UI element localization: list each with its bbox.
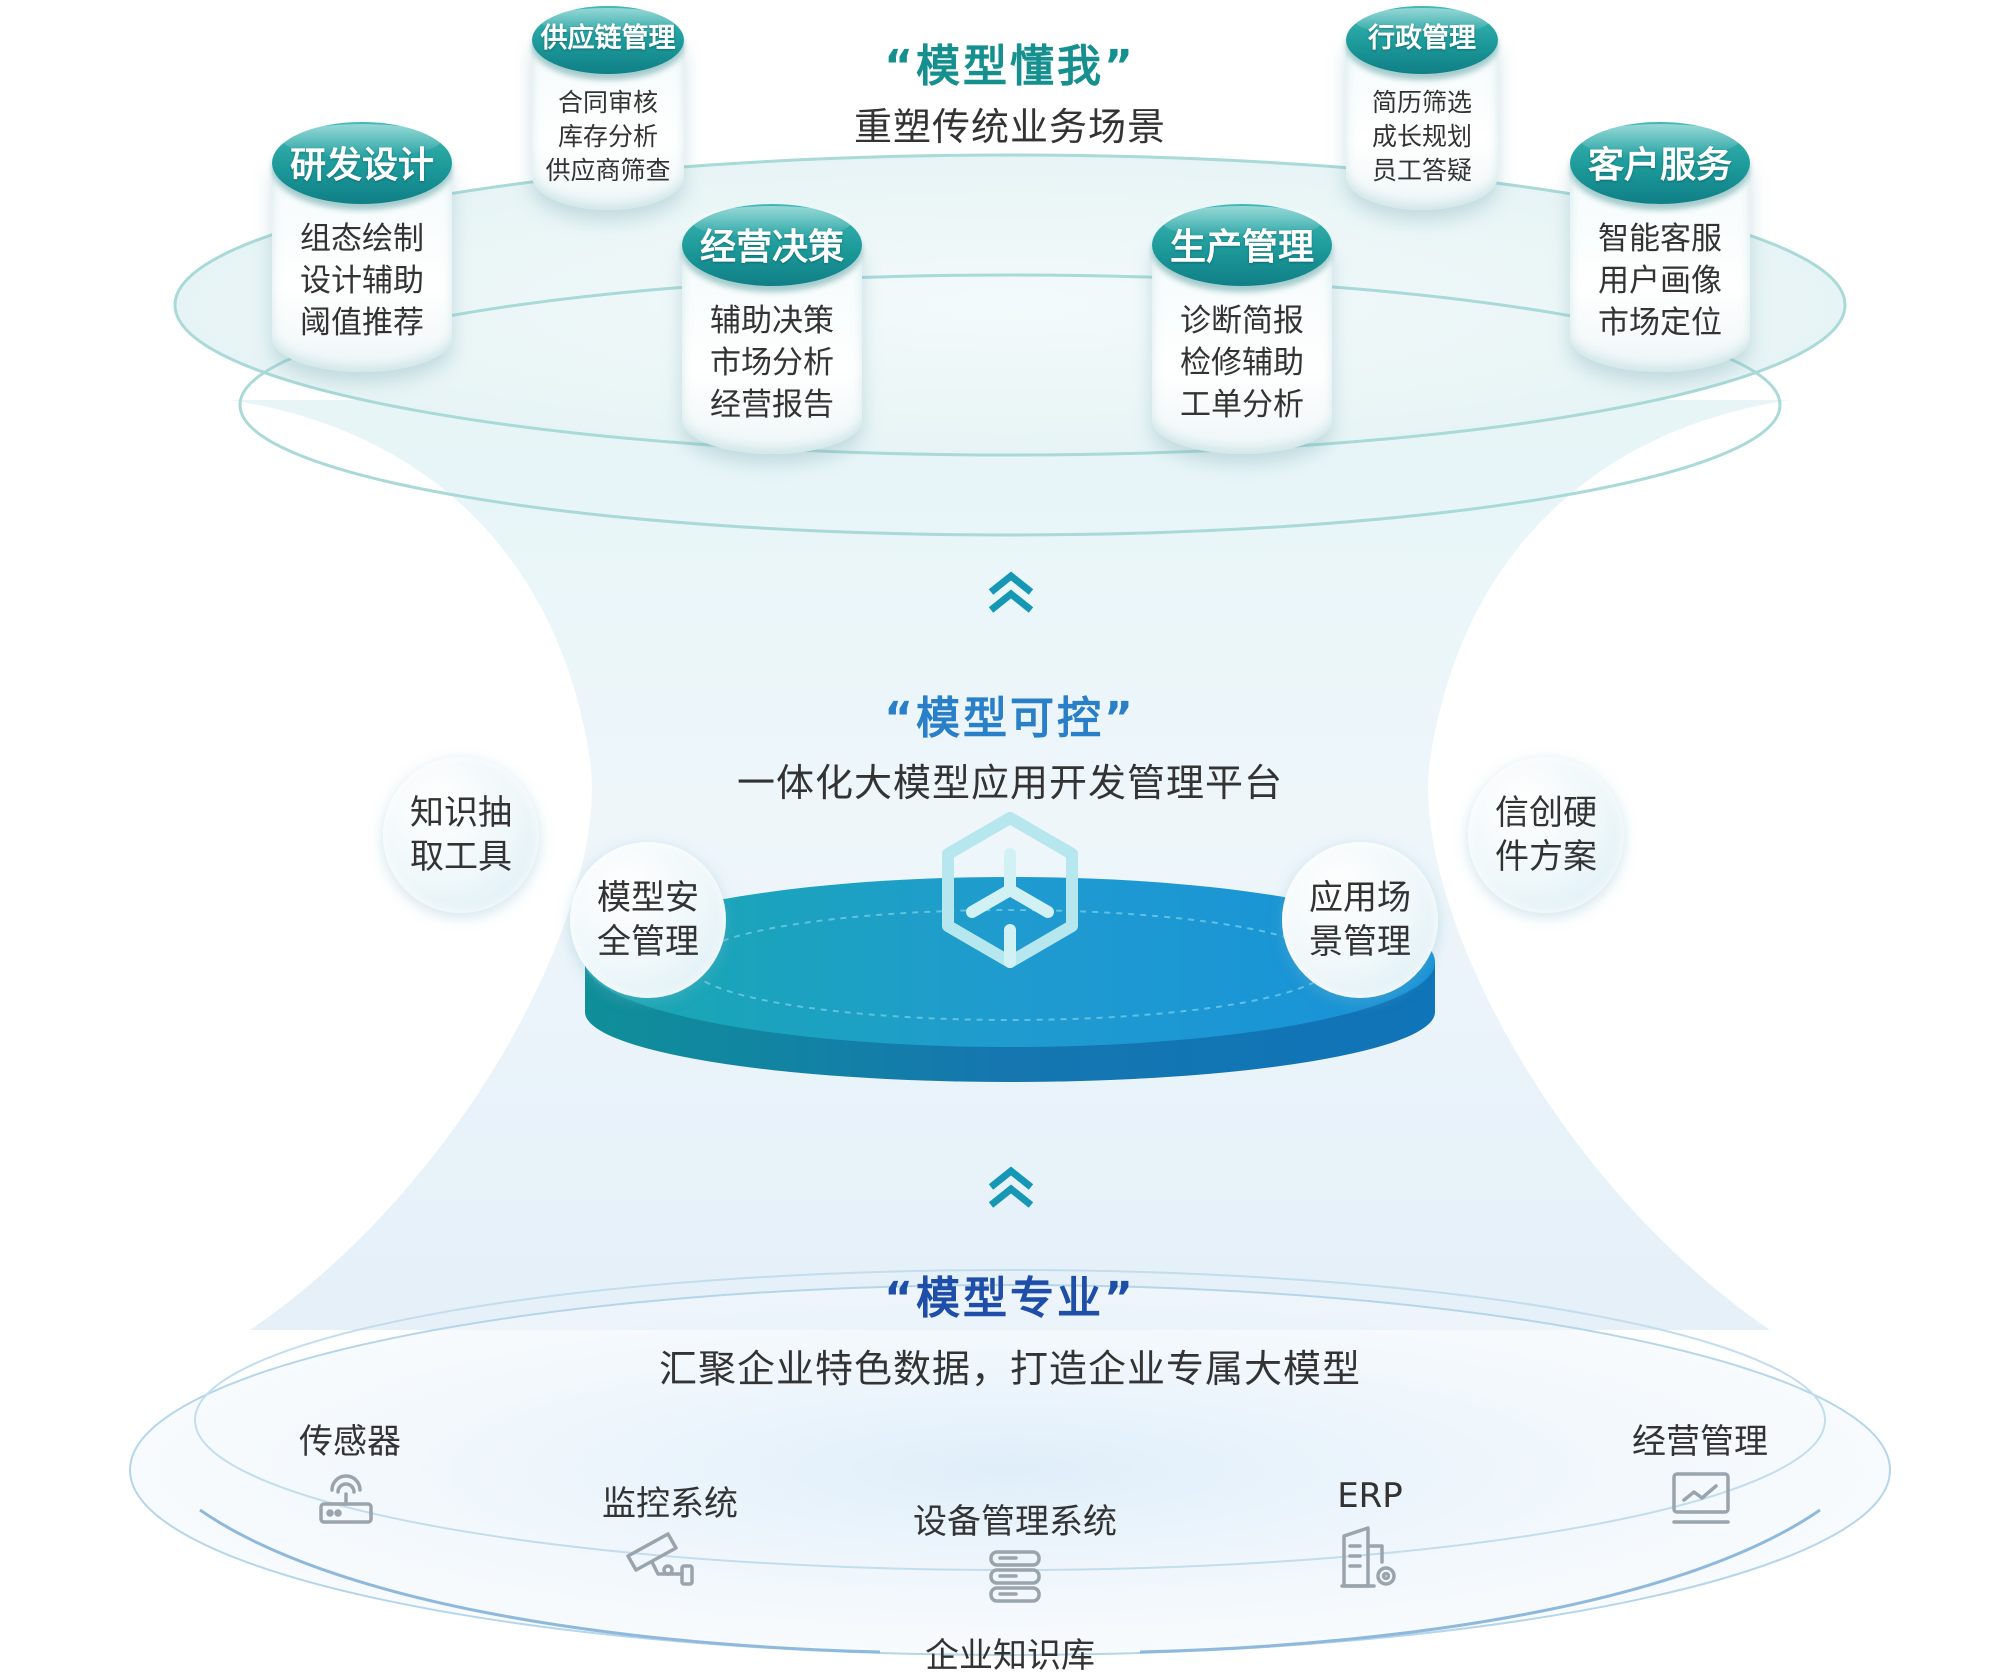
- cylinder-item: 合同审核: [557, 88, 658, 117]
- model-security-bubble: 模型安 全管理: [570, 842, 726, 998]
- bottom-subtitle: 汇聚企业特色数据，打造企业专属大模型: [658, 1347, 1361, 1391]
- cylinder-item: 设计辅助: [300, 263, 424, 299]
- cylinder-item: 简历筛选: [1371, 88, 1472, 117]
- cylinder-cap: 供应链管理: [532, 6, 684, 74]
- cylinder-title: 行政管理: [1368, 23, 1476, 54]
- source-label-erp: ERP: [1337, 1476, 1403, 1516]
- source-label-business: 经营管理: [1632, 1422, 1768, 1462]
- monitor-chart-icon: [1672, 1472, 1730, 1524]
- cylinder-title: 研发设计: [289, 145, 434, 186]
- cylinder-item: 检修辅助: [1180, 345, 1304, 381]
- top-subtitle: 重塑传统业务场景: [853, 105, 1166, 149]
- cylinder-item: 辅助决策: [710, 303, 834, 339]
- cylinder-title: 生产管理: [1169, 227, 1314, 268]
- chevron-up-icon: [988, 1166, 1034, 1208]
- cylinder-customer-service: 客户服务智能客服用户画像市场定位: [1570, 122, 1750, 372]
- middle-subtitle: 一体化大模型应用开发管理平台: [736, 761, 1283, 805]
- source-label-sensor: 传感器: [299, 1422, 401, 1462]
- cylinder-item: 供应商筛查: [545, 156, 671, 185]
- xinchuang-hardware-bubble: 信创硬 件方案: [1468, 757, 1624, 913]
- cylinder-item: 用户画像: [1598, 263, 1722, 299]
- cube-logo-icon: [942, 812, 1078, 968]
- cylinder-item: 组态绘制: [300, 221, 424, 257]
- cylinder-cap: 客户服务: [1570, 122, 1750, 204]
- cylinder-title: 经营决策: [699, 227, 844, 268]
- cylinder-item: 阈值推荐: [300, 305, 424, 341]
- chevron-up-icon: [988, 571, 1034, 613]
- building-icon: [1340, 1526, 1396, 1588]
- cylinder-item: 市场分析: [710, 345, 834, 381]
- cylinder-supply-chain: 供应链管理合同审核库存分析供应商筛查: [532, 6, 684, 210]
- cylinder-admin: 行政管理简历筛选成长规划员工答疑: [1346, 6, 1498, 210]
- cylinder-item: 经营报告: [710, 387, 834, 423]
- source-label-monitoring: 监控系统: [602, 1484, 738, 1524]
- cylinder-cap: 生产管理: [1152, 204, 1332, 286]
- cylinder-item: 市场定位: [1598, 305, 1722, 341]
- cylinder-item: 库存分析: [557, 122, 658, 151]
- cylinder-cap: 研发设计: [272, 122, 452, 204]
- cylinder-rd-design: 研发设计组态绘制设计辅助阈值推荐: [272, 122, 452, 372]
- cylinder-item: 员工答疑: [1371, 156, 1472, 185]
- bottom-title: “模型专业”: [884, 1273, 1136, 1324]
- knowledge-extraction-bubble: 知识抽 取工具: [383, 757, 539, 913]
- cylinder-title: 供应链管理: [540, 23, 676, 54]
- cylinder-item: 成长规划: [1371, 122, 1472, 151]
- top-ring-inner: [238, 273, 1782, 537]
- source-label-equipment: 设备管理系统: [913, 1502, 1117, 1542]
- cylinder-title: 客户服务: [1587, 145, 1732, 186]
- middle-title: “模型可控”: [884, 693, 1136, 744]
- router-icon: [319, 1474, 373, 1524]
- scene-management-bubble: 应用场 景管理: [1282, 842, 1438, 998]
- camera-icon: [626, 1532, 694, 1586]
- top-ring-outer: [173, 153, 1847, 457]
- bottom-ring-outer: [129, 1284, 1891, 1656]
- cylinder-item: 智能客服: [1598, 221, 1722, 257]
- cylinder-item: 工单分析: [1180, 387, 1304, 423]
- top-title: “模型懂我”: [884, 41, 1136, 92]
- footer-knowledge-base: 企业知识库: [925, 1636, 1095, 1676]
- cylinder-production: 生产管理诊断简报检修辅助工单分析: [1152, 204, 1332, 454]
- cylinder-cap: 经营决策: [682, 204, 862, 286]
- cylinder-cap: 行政管理: [1346, 6, 1498, 74]
- cylinder-business-decision: 经营决策辅助决策市场分析经营报告: [682, 204, 862, 454]
- server-icon: [989, 1550, 1041, 1603]
- cylinder-item: 诊断简报: [1180, 303, 1304, 339]
